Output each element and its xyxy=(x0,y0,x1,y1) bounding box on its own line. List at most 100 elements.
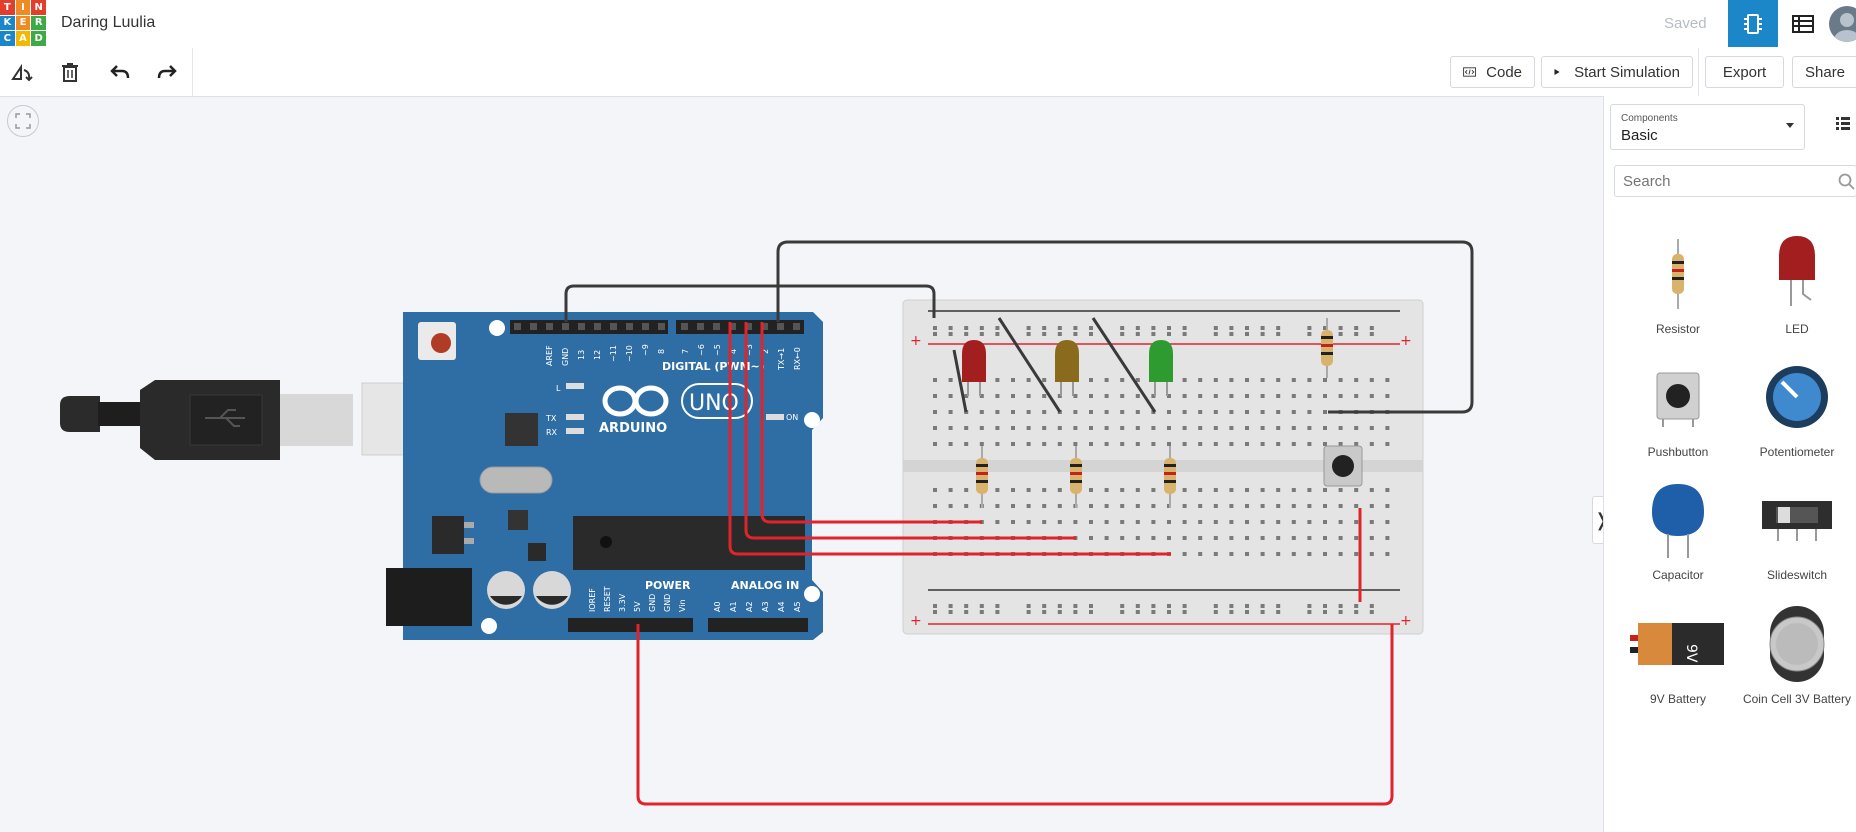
pin-label: 13 xyxy=(577,350,586,360)
component-label: Slideswitch xyxy=(1766,568,1828,582)
pin-label: A5 xyxy=(793,601,802,612)
pin-label: A1 xyxy=(729,601,738,612)
svg-text:9V: 9V xyxy=(1683,644,1699,663)
component-list-button[interactable] xyxy=(1778,0,1828,47)
resistor-4[interactable] xyxy=(1321,318,1333,378)
pin-label: 4 xyxy=(729,349,738,354)
analog-label: ANALOG IN xyxy=(731,579,799,592)
logo-letter: D xyxy=(31,31,46,46)
component-potentiometer[interactable]: Potentiometer xyxy=(1738,349,1856,459)
pin-label: A3 xyxy=(761,601,770,612)
slideswitch-icon xyxy=(1762,501,1832,541)
circuit-view-button[interactable] xyxy=(1728,0,1778,47)
component-slideswitch[interactable]: Slideswitch xyxy=(1738,472,1856,582)
pin-label: ~5 xyxy=(713,344,722,356)
usb-icon xyxy=(205,409,245,427)
pin-label: ~6 xyxy=(697,344,706,356)
trash-icon xyxy=(62,63,78,82)
component-capacitor[interactable]: Capacitor xyxy=(1619,472,1737,582)
delete-button[interactable] xyxy=(54,56,86,88)
resistor-3[interactable] xyxy=(1164,446,1176,508)
pushbutton-icon xyxy=(1656,372,1700,427)
component-label: Resistor xyxy=(1655,322,1700,336)
pushbutton[interactable] xyxy=(1323,445,1363,487)
code-label: Code xyxy=(1486,63,1522,81)
pin-label: IOREF xyxy=(588,588,597,612)
board-name: ARDUINO xyxy=(599,421,667,436)
resistor-1[interactable] xyxy=(976,446,988,508)
fit-view-button[interactable] xyxy=(7,105,39,137)
rotate-button[interactable] xyxy=(6,56,38,88)
logo-letter: N xyxy=(31,0,46,15)
power-label: POWER xyxy=(645,579,691,592)
circuit-canvas[interactable]: AREF GND 13 12 ~11 ~10 ~9 8 7 ~6 ~5 4 ~3… xyxy=(0,96,1602,832)
breadboard[interactable]: + + + + xyxy=(902,299,1424,635)
component-coin-cell-battery[interactable]: Coin Cell 3V Battery xyxy=(1738,596,1856,706)
tx-label: TX xyxy=(545,414,557,423)
component-resistor[interactable]: Resistor xyxy=(1619,226,1737,336)
component-led[interactable]: LED xyxy=(1738,226,1856,336)
project-title[interactable]: Daring Luulia xyxy=(61,14,156,31)
share-label: Share xyxy=(1805,63,1846,81)
logo-letter: T xyxy=(0,0,15,15)
pin-label: ~3 xyxy=(745,344,754,356)
toolbar-divider xyxy=(1698,48,1699,96)
search-input[interactable] xyxy=(1614,165,1856,197)
usb-cable[interactable] xyxy=(60,380,465,460)
start-simulation-button[interactable]: Start Simulation xyxy=(1541,56,1693,88)
component-pushbutton[interactable]: Pushbutton xyxy=(1619,349,1737,459)
logo-letter: E xyxy=(15,15,31,31)
chevron-down-icon xyxy=(1786,123,1794,128)
pin-label: Vin xyxy=(678,599,687,612)
user-avatar[interactable] xyxy=(1829,6,1856,42)
led-yellow[interactable] xyxy=(1055,340,1079,396)
pin-label: TX→1 xyxy=(777,348,786,371)
toolbar-divider xyxy=(192,48,193,96)
rotate-icon xyxy=(11,63,33,82)
components-value: Basic xyxy=(1621,127,1658,144)
code-button[interactable]: Code xyxy=(1450,56,1535,88)
resistor-2[interactable] xyxy=(1070,446,1082,508)
on-label: ON xyxy=(786,413,798,422)
battery-9v-icon: 9V xyxy=(1630,623,1724,665)
pin-label: 7 xyxy=(681,349,690,354)
potentiometer-icon xyxy=(1766,366,1828,428)
pin-label: A4 xyxy=(777,601,786,612)
svg-text:+: + xyxy=(910,333,922,349)
pin-label: 8 xyxy=(657,349,666,354)
start-simulation-label: Start Simulation xyxy=(1574,63,1680,81)
export-button[interactable]: Export xyxy=(1705,56,1784,88)
component-label: Capacitor xyxy=(1652,568,1704,582)
pin-label: 2 xyxy=(761,349,770,354)
digital-label: DIGITAL (PWM~) xyxy=(662,360,765,373)
pin-label: GND xyxy=(561,348,570,366)
coin-cell-icon xyxy=(1769,606,1825,682)
chip-icon xyxy=(1744,13,1762,34)
user-icon xyxy=(1834,13,1856,42)
black-wires[interactable] xyxy=(564,240,1474,414)
pin-label: A2 xyxy=(745,601,754,612)
components-dropdown[interactable]: Components Basic xyxy=(1610,104,1805,150)
pin-label: RX←0 xyxy=(793,347,802,370)
pin-label: GND xyxy=(663,594,672,612)
redo-icon xyxy=(157,65,177,79)
capacitor-icon xyxy=(1652,484,1704,558)
pin-label: ~11 xyxy=(609,345,618,362)
pin-label: GND xyxy=(648,594,657,612)
arduino-logo-icon xyxy=(602,385,669,417)
led-green[interactable] xyxy=(1149,340,1173,396)
reset-button[interactable] xyxy=(431,333,451,353)
red-wires[interactable] xyxy=(636,322,1394,806)
list-view-icon[interactable] xyxy=(1836,116,1850,130)
led-red[interactable] xyxy=(962,340,986,396)
arduino-board[interactable]: AREF GND 13 12 ~11 ~10 ~9 8 7 ~6 ~5 4 ~3… xyxy=(386,312,823,640)
led-icon xyxy=(1779,236,1815,306)
share-button[interactable]: Share xyxy=(1792,56,1856,88)
redo-button[interactable] xyxy=(151,56,183,88)
undo-button[interactable] xyxy=(104,56,136,88)
search-icon xyxy=(1838,173,1855,190)
component-9v-battery[interactable]: 9V 9V Battery xyxy=(1619,596,1737,706)
logo-letter: K xyxy=(0,15,15,31)
component-label: Coin Cell 3V Battery xyxy=(1742,692,1852,706)
